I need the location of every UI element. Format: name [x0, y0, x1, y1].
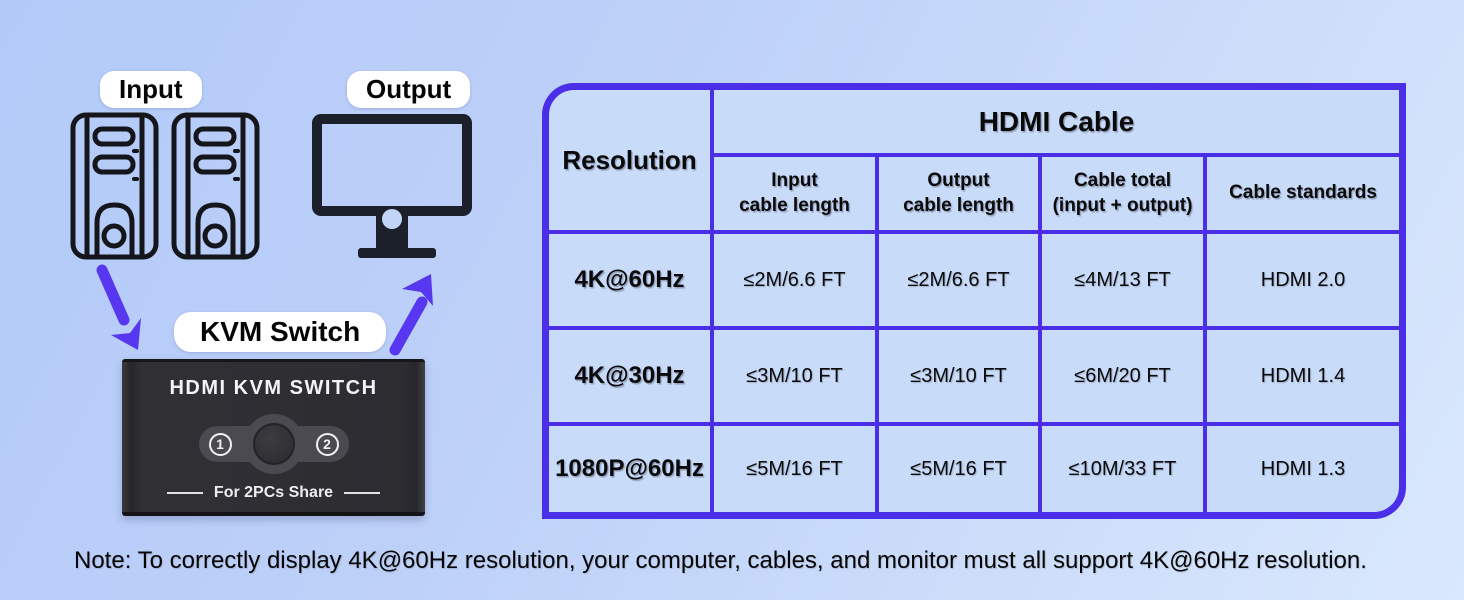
column-header-cable-standards: Cable standards: [1207, 157, 1399, 230]
caption-dash-right: [344, 492, 381, 494]
footer-note: Note: To correctly display 4K@60Hz resol…: [74, 547, 1367, 574]
select-button-icon: [252, 423, 295, 465]
cell-4k60-input: ≤2M/6.6 FT: [714, 234, 875, 326]
port-2-badge: 2: [315, 432, 339, 456]
monitor-icon: [312, 114, 472, 260]
input-label: Input: [100, 71, 202, 108]
column-header-resolution: Resolution: [549, 90, 710, 230]
cell-4k60-total: ≤4M/13 FT: [1042, 234, 1203, 326]
pc-tower-1: [70, 112, 159, 260]
row-label-1080p60: 1080P@60Hz: [549, 426, 710, 512]
column-header-cable-total: Cable total (input + output): [1042, 157, 1203, 230]
arrow-down-right-icon: [96, 264, 141, 350]
cell-1080p60-input: ≤5M/16 FT: [714, 426, 875, 512]
device-caption: For 2PCs Share: [122, 484, 425, 502]
cell-4k60-output: ≤2M/6.6 FT: [879, 234, 1038, 326]
cell-4k30-output: ≤3M/10 FT: [879, 330, 1038, 422]
port-1-badge: 1: [208, 432, 232, 456]
cell-1080p60-total: ≤10M/33 FT: [1042, 426, 1203, 512]
cell-1080p60-standard: HDMI 1.3: [1207, 426, 1399, 512]
monitor-stand-notch: [382, 209, 402, 229]
cell-4k30-total: ≤6M/20 FT: [1042, 330, 1203, 422]
cell-1080p60-output: ≤5M/16 FT: [879, 426, 1038, 512]
kvm-switch-device: HDMI KVM SWITCH 1 2 For 2PCs Share: [122, 359, 425, 516]
column-header-output-cable-length: Output cable length: [879, 157, 1038, 230]
cell-4k30-standard: HDMI 1.4: [1207, 330, 1399, 422]
output-label: Output: [347, 71, 471, 108]
pc-towers-icon: [70, 112, 260, 260]
arrow-up-right-icon: [389, 274, 433, 356]
row-label-4k60: 4K@60Hz: [549, 234, 710, 326]
group-header-hdmi-cable: HDMI Cable: [714, 90, 1399, 153]
monitor-stand-base: [358, 248, 436, 258]
device-control-panel: 1 2: [198, 414, 349, 474]
kvm-switch-label: KVM Switch: [174, 312, 387, 352]
hdmi-cable-spec-table: Resolution HDMI Cable Input cable length…: [542, 83, 1406, 519]
pc-tower-2: [171, 112, 260, 260]
cell-4k30-input: ≤3M/10 FT: [714, 330, 875, 422]
monitor-screen: [312, 114, 472, 216]
column-header-input-cable-length: Input cable length: [714, 157, 875, 230]
caption-dash-left: [166, 492, 203, 494]
cell-4k60-standard: HDMI 2.0: [1207, 234, 1399, 326]
device-title: HDMI KVM SWITCH: [169, 377, 378, 399]
caption-text: For 2PCs Share: [213, 484, 334, 501]
row-label-4k30: 4K@30Hz: [549, 330, 710, 422]
